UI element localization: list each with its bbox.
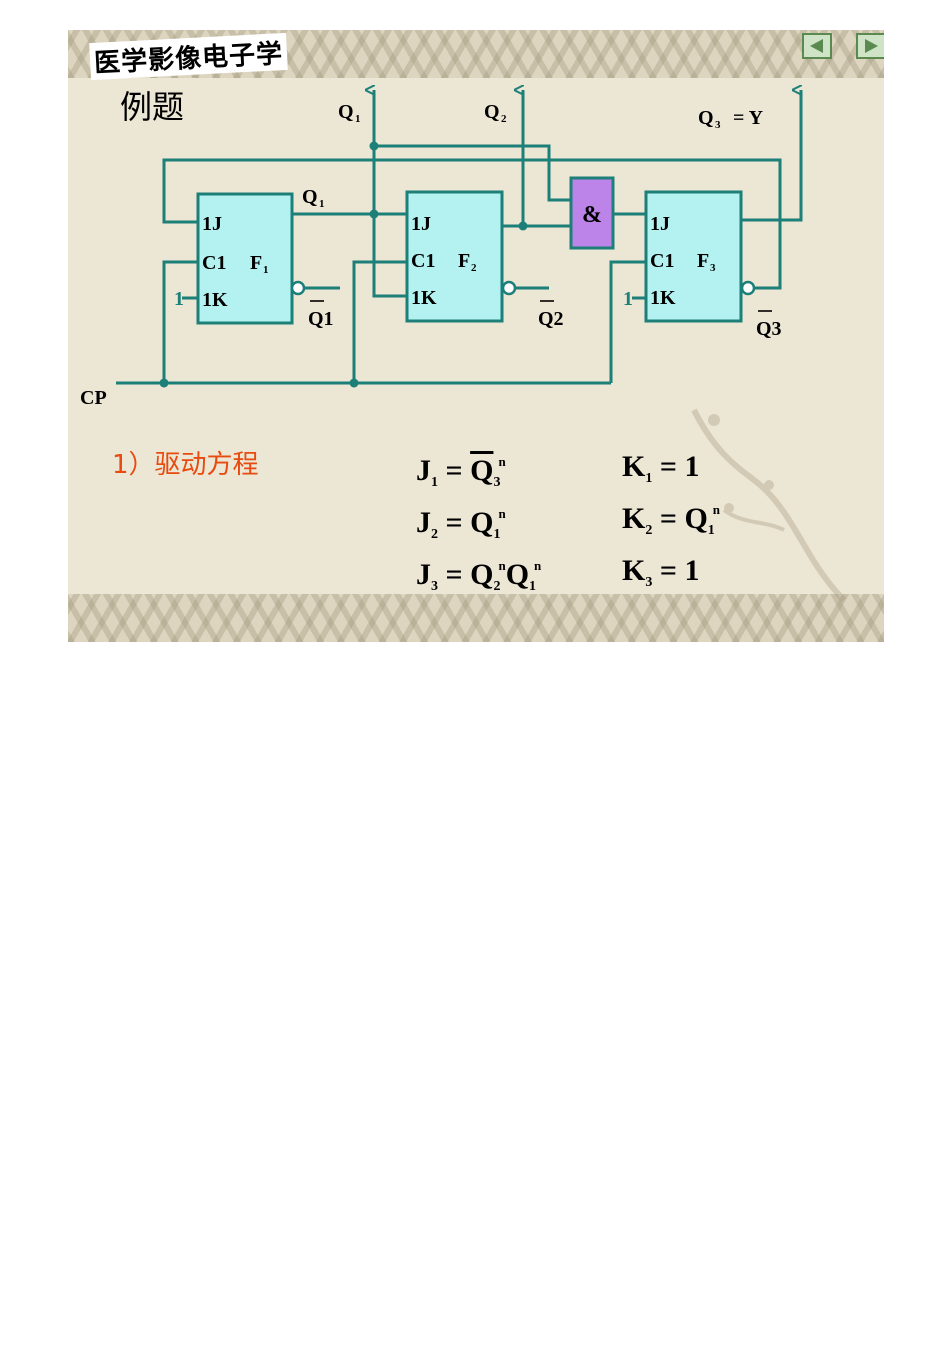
q3-top-label: Q bbox=[698, 107, 714, 129]
q1-side-sub: 1 bbox=[319, 198, 325, 210]
pin-label: 1J bbox=[202, 213, 222, 235]
q1-top-label: Q bbox=[338, 101, 354, 123]
clock-label: CP bbox=[80, 387, 107, 409]
q2-top-label: Q bbox=[484, 101, 500, 123]
equation-j2: J2 = Q1n bbox=[416, 506, 506, 542]
triangle-right-icon bbox=[865, 39, 878, 53]
pin-label: 1K bbox=[202, 289, 228, 311]
flipflop-body bbox=[405, 190, 504, 323]
circuit-wires bbox=[116, 90, 803, 385]
junction-dot bbox=[159, 378, 169, 388]
q1-side-label: Q bbox=[302, 186, 318, 208]
q1-top-sub: 1 bbox=[355, 113, 361, 125]
pin-label: C1 bbox=[411, 250, 435, 272]
q3bar-feedback bbox=[162, 158, 782, 290]
slide: 医学影像电子学 例题 bbox=[68, 30, 884, 642]
flipflop-name: F bbox=[250, 252, 262, 274]
flipflop-index: 2 bbox=[471, 262, 477, 274]
pin-label: C1 bbox=[202, 252, 226, 274]
next-slide-button[interactable] bbox=[856, 33, 884, 59]
section-title: 1）驱动方程 bbox=[112, 450, 259, 480]
pin-label: 1J bbox=[411, 213, 431, 235]
and-gate-body bbox=[569, 176, 615, 250]
triangle-left-icon bbox=[810, 39, 823, 53]
pin-label: 1K bbox=[411, 287, 437, 309]
q3-output bbox=[741, 90, 803, 222]
q1-to-gate bbox=[374, 144, 571, 202]
junction-dots bbox=[159, 141, 528, 388]
const-one-k3: 1 bbox=[623, 288, 633, 310]
junction-dot bbox=[369, 209, 379, 219]
equation-k2: K2 = Q1n bbox=[622, 502, 721, 538]
pin-label: 1J bbox=[650, 213, 670, 235]
equation-k3: K3 = 1 bbox=[622, 554, 700, 590]
and-gate: & bbox=[569, 176, 615, 250]
junction-dot bbox=[349, 378, 359, 388]
q3-equals-y: = Y bbox=[733, 107, 764, 129]
q1bar-label: Q1 bbox=[308, 308, 334, 330]
pin-label: 1K bbox=[650, 287, 676, 309]
pin-label: C1 bbox=[650, 250, 674, 272]
inverter-bubble bbox=[501, 280, 517, 296]
ff2-clock-wire bbox=[352, 260, 407, 383]
bottom-pattern-band bbox=[68, 594, 884, 642]
plum-branch-watermark bbox=[691, 408, 847, 603]
flipflop-f2: 1J C1 1K F 2 bbox=[405, 190, 517, 323]
inverter-bubble bbox=[740, 280, 756, 296]
junction-dot bbox=[369, 141, 379, 151]
q2bar-label: Q2 bbox=[538, 308, 564, 330]
slide-title: 例题 bbox=[120, 88, 185, 126]
junction-dot bbox=[518, 221, 528, 231]
prev-slide-button[interactable] bbox=[802, 33, 832, 59]
ff3-clock-wire bbox=[609, 260, 646, 383]
flipflop-f1: 1J C1 1K F 1 bbox=[196, 192, 306, 325]
q2-bus bbox=[521, 90, 571, 228]
flipflop-index: 3 bbox=[710, 262, 716, 274]
equation-k1: K1 = 1 bbox=[622, 450, 700, 486]
equation-j3: J3 = Q2nQ1n bbox=[416, 558, 542, 594]
equation-j1: J1 = Q3n bbox=[416, 454, 506, 490]
circuit-labels: Q 1 Q 2 Q 3 = Y Q 1 Q1 Q2 Q3 1 1 CP bbox=[80, 101, 782, 409]
q3-top-sub: 3 bbox=[715, 119, 721, 131]
flipflop-name: F bbox=[458, 250, 470, 272]
inverter-bubble bbox=[290, 280, 306, 296]
q2-top-sub: 2 bbox=[501, 113, 507, 125]
flipflop-index: 1 bbox=[263, 264, 269, 276]
q3bar-label: Q3 bbox=[756, 318, 782, 340]
q1-bus bbox=[372, 90, 407, 298]
and-gate-symbol: & bbox=[582, 202, 602, 228]
counter-circuit-diagram: 1J C1 1K F 1 1J C1 1K F 2 1J C1 1K F 3 & bbox=[80, 30, 803, 409]
flipflop-f3: 1J C1 1K F 3 bbox=[644, 190, 756, 323]
ff1-clock-wire bbox=[162, 260, 198, 383]
flipflop-body bbox=[644, 190, 743, 323]
flipflop-name: F bbox=[697, 250, 709, 272]
flipflop-body bbox=[196, 192, 294, 325]
const-one-k1: 1 bbox=[174, 288, 184, 310]
